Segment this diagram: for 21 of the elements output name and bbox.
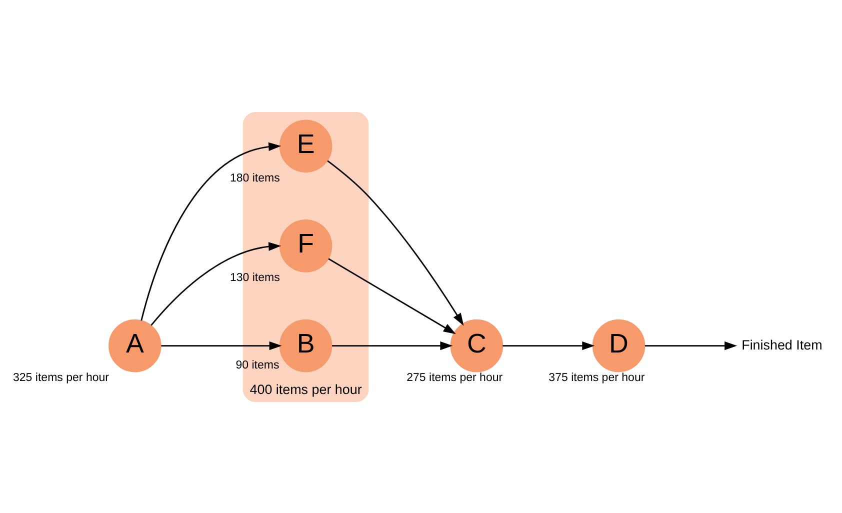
node-label: 375 items per hour: [548, 371, 645, 384]
node-circle: E: [279, 119, 332, 172]
arrow: [150, 242, 282, 326]
node-circle: B: [279, 318, 332, 372]
node-circle: C: [450, 318, 504, 372]
arrow: [328, 258, 456, 334]
arrow: [332, 340, 453, 350]
arrow: [644, 340, 738, 350]
node-label: 325 items per hour: [13, 371, 110, 384]
arrow: [327, 160, 464, 326]
arrow: [502, 340, 595, 350]
node-label: 180 items: [230, 172, 280, 184]
node-label: 275 items per hour: [406, 371, 503, 384]
node-circle: D: [592, 318, 646, 372]
node-label: 130 items: [230, 272, 280, 284]
node-circle: F: [279, 219, 332, 272]
arrow: [161, 340, 282, 350]
node-text: Finished Item: [742, 336, 822, 352]
node-circle: A: [108, 318, 162, 372]
arrow: [140, 142, 282, 320]
node-label: 90 items: [236, 358, 280, 371]
